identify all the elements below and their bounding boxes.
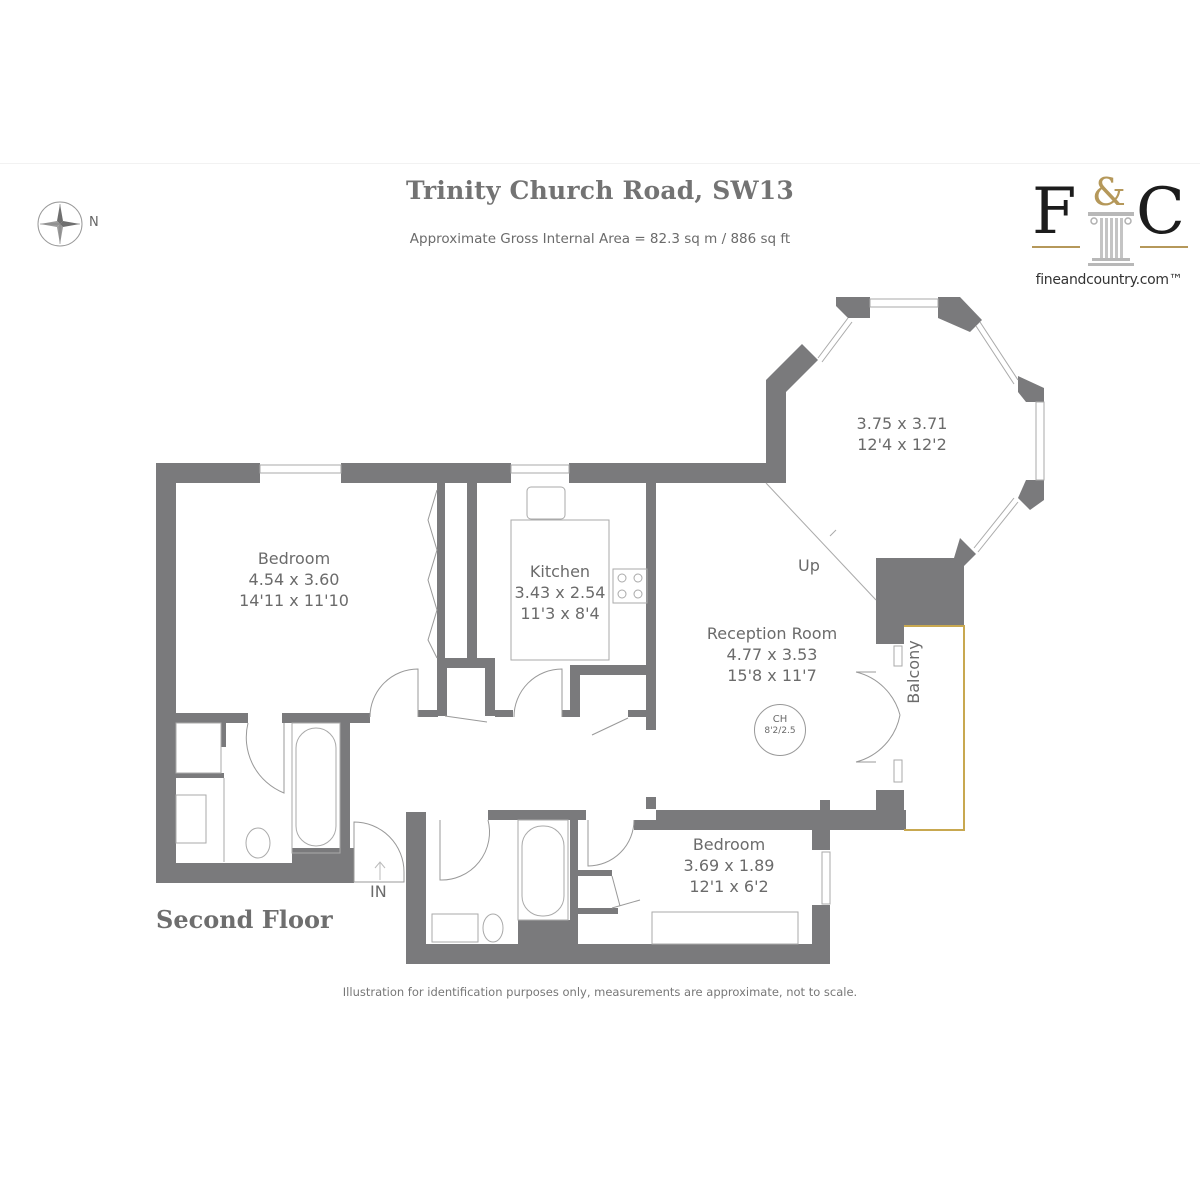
room-tower: 3.75 x 3.71 12'4 x 12'2	[822, 413, 982, 455]
room-imperial: 12'1 x 6'2	[689, 877, 769, 896]
stairs-up-label: Up	[798, 556, 820, 575]
ceiling-height-value: 8'2/2.5	[764, 726, 796, 736]
room-name: Reception Room	[706, 624, 838, 643]
room-metric: 4.77 x 3.53	[726, 645, 818, 664]
disclaimer: Illustration for identification purposes…	[342, 985, 858, 999]
room-metric: 3.69 x 1.89	[683, 856, 775, 875]
logo-column-icon	[1088, 212, 1134, 266]
room-name: Bedroom	[257, 549, 331, 568]
room-reception: Reception Room 4.77 x 3.53 15'8 x 11'7	[682, 623, 862, 686]
fine-and-country-logo: F & C fineandcountry.com™	[1028, 172, 1190, 288]
room-bedroom-1: Bedroom 4.54 x 3.60 14'11 x 11'10	[214, 548, 374, 611]
room-imperial: 12'4 x 12'2	[857, 435, 947, 454]
logo-gold-rule-left	[1032, 246, 1080, 248]
ceiling-height-label: CH	[772, 714, 788, 725]
compass-north-label: N	[89, 215, 99, 230]
fixtures	[175, 482, 877, 945]
property-title: Trinity Church Road, SW13	[406, 176, 794, 205]
logo-url: fineandcountry.com™	[1035, 272, 1183, 288]
logo-ampersand: &	[1092, 170, 1126, 214]
ceiling-height-badge: CH 8'2/2.5	[754, 704, 806, 756]
room-imperial: 11'3 x 8'4	[520, 604, 600, 623]
walls	[156, 297, 1044, 964]
room-name: Bedroom	[692, 835, 766, 854]
compass-rose-icon	[37, 201, 83, 247]
entrance-label: IN	[370, 882, 387, 901]
logo-letter-f: F	[1032, 175, 1077, 249]
balcony-label: Balcony	[904, 640, 923, 704]
top-band	[0, 0, 1200, 164]
room-name: Kitchen	[529, 562, 591, 581]
room-kitchen: Kitchen 3.43 x 2.54 11'3 x 8'4	[500, 561, 620, 624]
windows	[259, 298, 1045, 905]
logo-letter-c: C	[1136, 175, 1185, 249]
room-imperial: 14'11 x 11'10	[239, 591, 349, 610]
doors	[245, 489, 901, 909]
balcony-outline	[904, 625, 965, 831]
logo-gold-rule-right	[1140, 246, 1188, 248]
room-metric: 4.54 x 3.60	[248, 570, 340, 589]
room-metric: 3.43 x 2.54	[514, 583, 606, 602]
entrance-arrow-icon	[374, 861, 386, 880]
room-imperial: 15'8 x 11'7	[727, 666, 817, 685]
room-metric: 3.75 x 3.71	[856, 414, 948, 433]
floor-label: Second Floor	[156, 905, 333, 934]
room-bedroom-2: Bedroom 3.69 x 1.89 12'1 x 6'2	[654, 834, 804, 897]
gross-area-text: Approximate Gross Internal Area = 82.3 s…	[409, 231, 791, 247]
